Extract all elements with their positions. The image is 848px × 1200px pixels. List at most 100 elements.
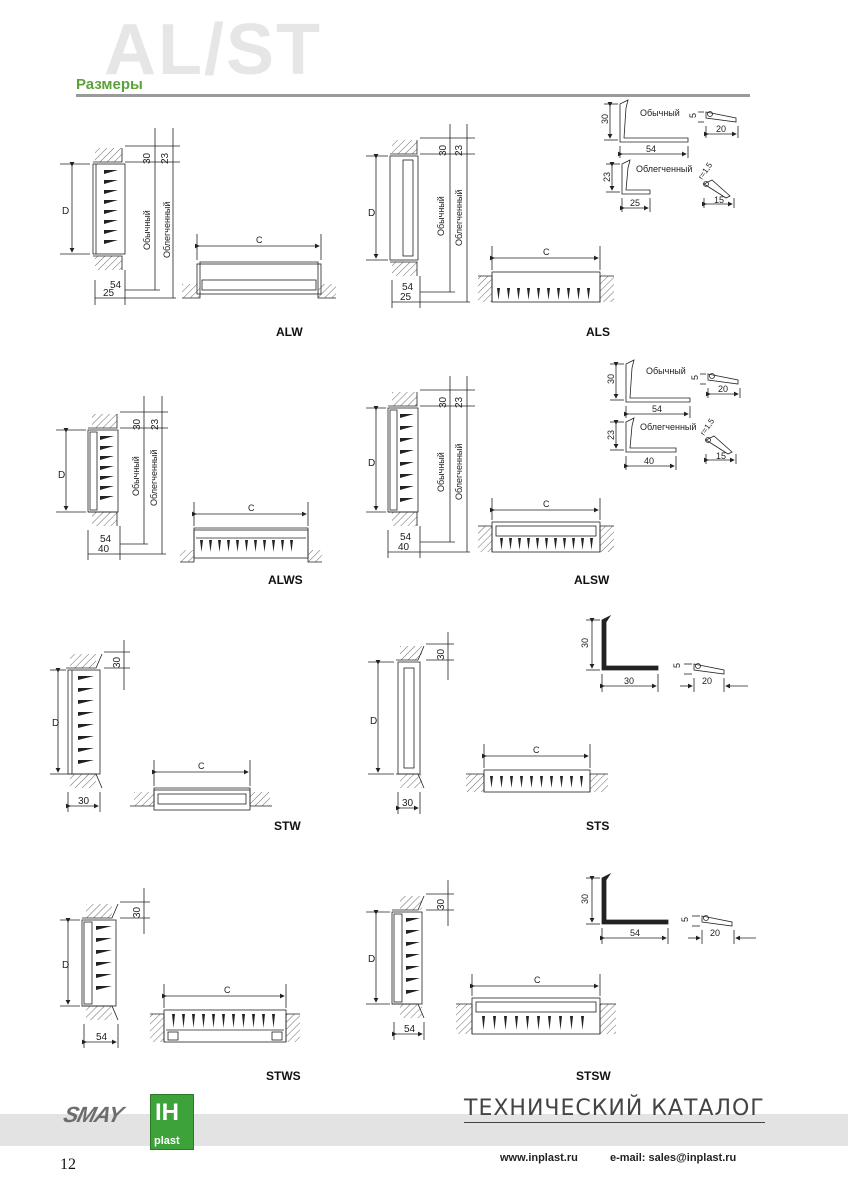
als-prof-r15: r=1,5 xyxy=(696,160,714,181)
als-dim-30: 30 xyxy=(438,144,449,156)
alsw-prof-30: 30 xyxy=(606,374,616,384)
stsw-dim-54: 54 xyxy=(404,1024,416,1035)
drawing-stw-front xyxy=(130,760,272,811)
model-als: ALS xyxy=(586,325,610,339)
alsw-profile-light: Облегченный xyxy=(640,422,696,432)
stsw-dim-30: 30 xyxy=(436,898,447,910)
sts-prof-20: 20 xyxy=(702,676,712,686)
header-rule xyxy=(76,94,750,97)
drawing-alws-front xyxy=(180,502,322,563)
sts-prof-5: 5 xyxy=(672,663,682,668)
als-profile-light: Облегченный xyxy=(636,164,692,174)
alws-dim-23: 23 xyxy=(150,418,161,430)
als-prof-15: 15 xyxy=(714,195,724,205)
alsw-prof-5: 5 xyxy=(690,375,700,380)
stws-c-label: C xyxy=(224,985,231,995)
drawing-alw-side xyxy=(60,128,180,305)
alw-c-label: C xyxy=(256,235,263,245)
sts-d-label: D xyxy=(370,716,377,727)
stws-d-label: D xyxy=(62,960,69,971)
model-stws: STWS xyxy=(266,1069,301,1083)
als-prof-5: 5 xyxy=(688,113,698,118)
stws-dim-54: 54 xyxy=(96,1032,108,1043)
series-title: AL/ST xyxy=(104,10,322,90)
alsw-prof-40: 40 xyxy=(644,456,654,466)
alws-dim-54: 54 xyxy=(100,534,112,545)
alsw-dim-23: 23 xyxy=(454,396,465,408)
drawing-alw-front xyxy=(182,234,336,299)
footer-band xyxy=(0,1114,848,1146)
als-dim-25: 25 xyxy=(400,292,412,303)
drawing-alsw-profiles xyxy=(610,359,741,470)
section-title: Размеры xyxy=(76,76,143,93)
als-d-label: D xyxy=(368,208,375,219)
alsw-dim-54: 54 xyxy=(400,532,412,543)
alsw-prof-15: 15 xyxy=(716,451,726,461)
alws-regular-label: Обычный xyxy=(131,456,141,496)
model-alws: ALWS xyxy=(268,573,303,587)
stw-dim-30b: 30 xyxy=(78,796,90,807)
alsw-profile-regular: Обычный xyxy=(646,366,686,376)
stws-dim-30: 30 xyxy=(132,906,143,918)
drawing-stsw-side xyxy=(366,880,454,1040)
als-prof-25: 25 xyxy=(630,198,640,208)
stsw-prof-5: 5 xyxy=(680,917,690,922)
model-alw: ALW xyxy=(276,325,303,339)
alw-dim-30: 30 xyxy=(142,152,153,164)
model-stw: STW xyxy=(274,819,301,833)
website-link[interactable]: www.inplast.ru xyxy=(500,1152,578,1164)
stsw-prof-20: 20 xyxy=(710,928,720,938)
als-profile-regular: Обычный xyxy=(640,108,680,118)
inplast-logo-word: plast xyxy=(154,1135,180,1147)
alw-dim-54: 54 xyxy=(110,280,122,291)
smay-logo: SMAY xyxy=(61,1102,126,1127)
model-alsw: ALSW xyxy=(574,573,610,587)
page-number: 12 xyxy=(60,1156,76,1173)
drawing-sts-front xyxy=(466,744,608,793)
als-prof-54: 54 xyxy=(646,144,656,154)
drawing-alsw-front xyxy=(478,498,614,553)
model-stsw: STSW xyxy=(576,1069,611,1083)
catalog-title: ТЕХНИЧЕСКИЙ КАТАЛОГ xyxy=(464,1096,765,1123)
alsw-dim-30: 30 xyxy=(438,396,449,408)
drawing-sts-side xyxy=(368,632,454,814)
als-prof-23: 23 xyxy=(602,172,612,182)
drawing-stsw-front xyxy=(456,974,616,1035)
als-regular-label: Обычный xyxy=(436,196,446,236)
alw-regular-label: Обычный xyxy=(142,210,152,250)
sts-prof-30b: 30 xyxy=(624,676,634,686)
alws-light-label: Облегченный xyxy=(149,450,159,506)
alsw-dim-40: 40 xyxy=(398,542,410,553)
inplast-logo-mark: IH xyxy=(155,1099,179,1126)
alsw-light-label: Облегченный xyxy=(454,444,464,500)
als-dim-23: 23 xyxy=(454,144,465,156)
als-c-label: C xyxy=(543,247,550,257)
drawing-stws-front xyxy=(150,984,300,1043)
drawing-stsw-profiles xyxy=(586,872,756,944)
sts-c-label: C xyxy=(533,745,540,755)
alw-d-label: D xyxy=(62,206,69,217)
stsw-c-label: C xyxy=(534,975,541,985)
als-prof-30: 30 xyxy=(600,114,610,124)
stsw-prof-30: 30 xyxy=(580,894,590,904)
email-link[interactable]: e-mail: sales@inplast.ru xyxy=(610,1152,737,1164)
stsw-prof-54: 54 xyxy=(630,928,640,938)
alsw-prof-20: 20 xyxy=(718,384,728,394)
drawing-sts-profiles xyxy=(586,614,748,692)
alw-dim-23: 23 xyxy=(160,152,171,164)
stw-dim-30: 30 xyxy=(112,656,123,668)
drawing-als-front xyxy=(478,246,614,303)
als-dim-54: 54 xyxy=(402,282,414,293)
alsw-c-label: C xyxy=(543,499,550,509)
alw-dim-25: 25 xyxy=(103,288,115,299)
alws-d-label: D xyxy=(58,470,65,481)
als-light-label: Облегченный xyxy=(454,190,464,246)
stw-d-label: D xyxy=(52,718,59,729)
sts-prof-30: 30 xyxy=(580,638,590,648)
drawing-als-profiles xyxy=(604,99,739,212)
drawing-stw-side xyxy=(50,640,130,812)
drawing-als-side xyxy=(366,124,475,308)
sts-dim-30b: 30 xyxy=(402,798,414,809)
model-sts: STS xyxy=(586,819,609,833)
alsw-prof-23: 23 xyxy=(606,430,616,440)
